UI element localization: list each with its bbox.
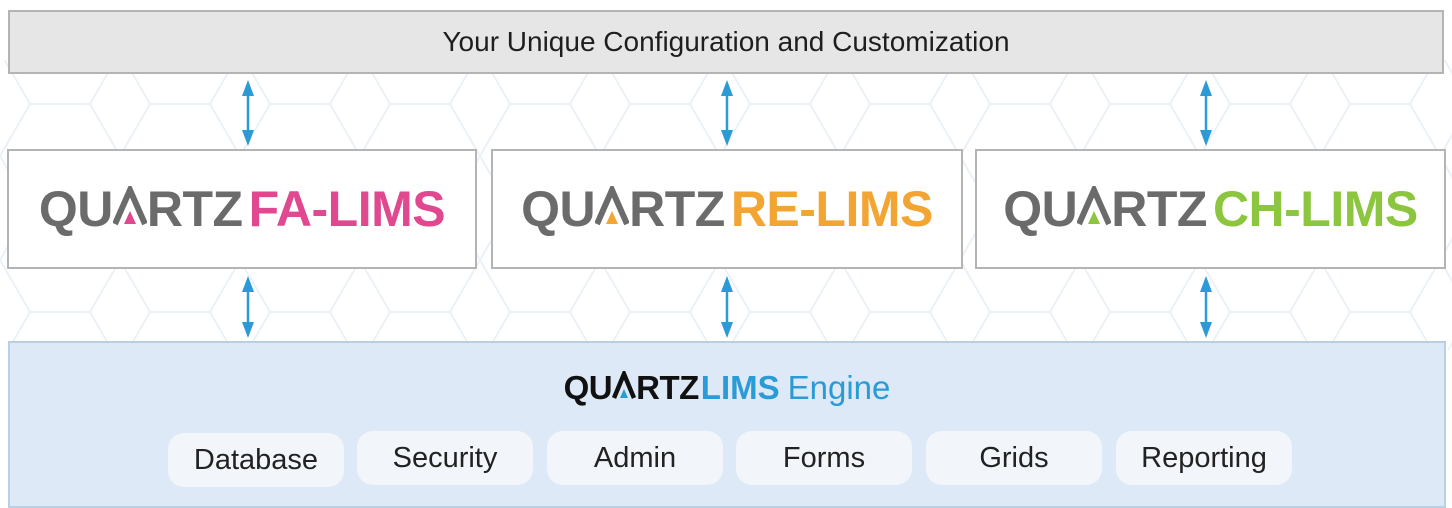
module-chip-grids: Grids: [926, 431, 1102, 485]
module-chip-admin: Admin: [547, 431, 723, 485]
engine-word: Engine: [787, 369, 891, 406]
quartz-a-icon: [612, 368, 637, 407]
quartz-wordmark: QU: [38, 181, 114, 237]
module-chip-forms: Forms: [736, 431, 912, 485]
quartz-a-icon: [112, 180, 148, 238]
product-suffix-ch: CH-LIMS: [1212, 181, 1418, 237]
product-suffix-fa: FA-LIMS: [248, 181, 446, 237]
engine-suffix: LIMS: [700, 369, 780, 406]
module-chip-security: Security: [357, 431, 533, 485]
quartz-a-icon: [594, 180, 630, 238]
product-suffix-re: RE-LIMS: [730, 181, 934, 237]
module-chip-database: Database: [168, 433, 344, 487]
quartz-a-icon: [1076, 180, 1112, 238]
configuration-bar-label: Your Unique Configuration and Customizat…: [442, 26, 1010, 57]
module-chip-reporting: Reporting: [1116, 431, 1292, 485]
configuration-bar: Your Unique Configuration and Customizat…: [8, 10, 1444, 74]
